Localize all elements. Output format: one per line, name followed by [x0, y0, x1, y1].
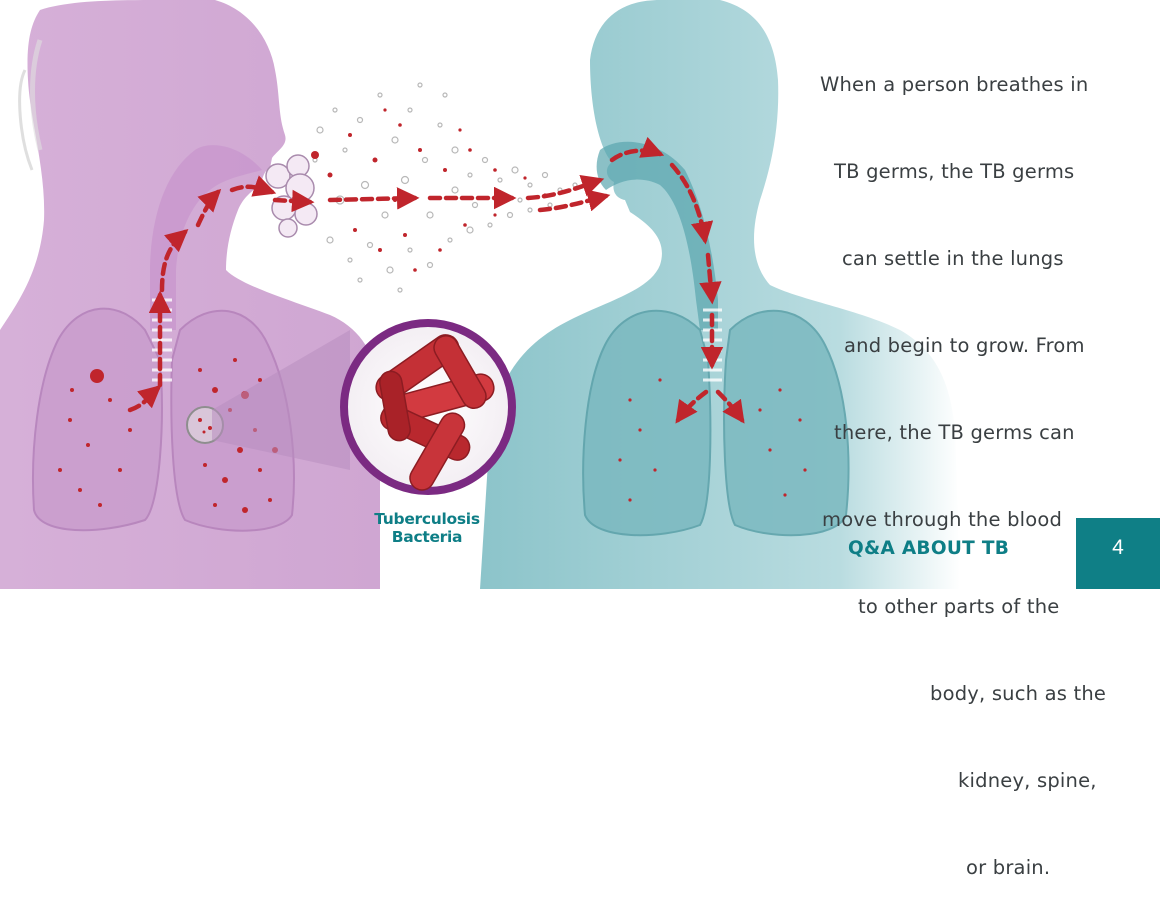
bacteria-label-line2: Bacteria	[362, 528, 492, 546]
intro-line: can settle in the lungs	[812, 244, 1160, 273]
intro-line: TB germs, the TB germs	[812, 157, 1160, 186]
page-number-box: 4	[1076, 518, 1160, 589]
section-title: Q&A ABOUT TB	[848, 538, 1009, 559]
intro-line: there, the TB germs can	[812, 418, 1160, 447]
intro-paragraph: When a person breathes in TB germs, the …	[812, 12, 1160, 911]
bacteria-label: Tuberculosis Bacteria	[362, 510, 492, 546]
intro-line: When a person breathes in	[812, 70, 1160, 99]
intro-line: body, such as the	[812, 679, 1160, 708]
intro-line: and begin to grow. From	[812, 331, 1160, 360]
page-number: 4	[1076, 536, 1160, 560]
infected-person	[0, 0, 380, 589]
intro-line: or brain.	[812, 853, 1160, 882]
intro-line: to other parts of the	[812, 592, 1160, 621]
bacteria-magnified	[344, 323, 512, 494]
bacteria-label-line1: Tuberculosis	[362, 510, 492, 528]
intro-line: kidney, spine,	[812, 766, 1160, 795]
germ-particles	[311, 83, 577, 292]
